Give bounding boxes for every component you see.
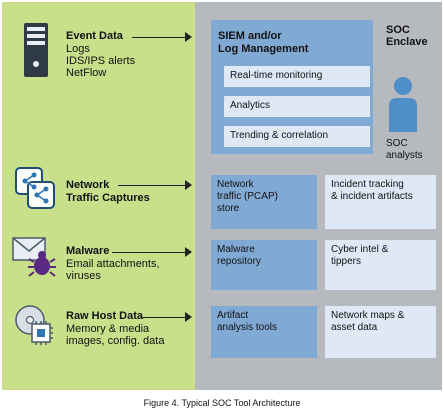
soc-analysts-label-line1: SOC (386, 138, 408, 149)
network-share-icon (15, 167, 55, 209)
artifact-analysis-box: Artifact analysis tools (211, 306, 317, 358)
arrowhead-event-data (185, 32, 192, 42)
malware-repository-line1: Malware (217, 244, 255, 255)
source-line-email-attachments: Email attachments, (66, 258, 160, 270)
pcap-store-line3: store (217, 203, 240, 214)
network-maps-line1: Network maps & (331, 310, 405, 321)
soc-analysts-label-line2: analysts (386, 150, 423, 161)
siem-item-trending-correlation: Trending & correlation (224, 126, 370, 147)
incident-tracking-line1: Incident tracking (331, 179, 404, 190)
siem-title-line1: SIEM and/or (218, 30, 282, 42)
source-title-raw-host-data: Raw Host Data (66, 310, 144, 322)
source-title-event-data: Event Data (66, 30, 123, 42)
soc-enclave-label-line1: SOC (386, 24, 410, 36)
source-line-memory-media: Memory & media (66, 323, 150, 335)
email-malware-bug-icon (12, 237, 56, 277)
source-line-viruses: viruses (66, 270, 101, 282)
siem-title-line2: Log Management (218, 43, 309, 55)
artifact-analysis-line1: Artifact (217, 310, 249, 321)
arrowhead-network (185, 180, 192, 190)
malware-repository-line2: repository (217, 256, 261, 267)
source-title-network: Network (66, 179, 110, 191)
cyber-intel-box: Cyber intel & tippers (325, 240, 436, 290)
incident-tracking-line2: & incident artifacts (331, 191, 413, 202)
analyst-person-icon (389, 77, 417, 132)
artifact-analysis-line2: analysis tools (217, 322, 278, 333)
source-line-netflow: NetFlow (66, 67, 107, 79)
cyber-intel-line2: tippers (331, 256, 362, 267)
arrow-event-data (132, 37, 186, 38)
siem-item-analytics: Analytics (224, 96, 370, 117)
arrowhead-raw-host-data (185, 312, 192, 322)
server-icon (24, 23, 48, 77)
disk-chip-icon (15, 305, 53, 345)
source-line-logs: Logs (66, 43, 90, 55)
cyber-intel-line1: Cyber intel & (331, 244, 389, 255)
network-maps-line2: asset data (331, 322, 378, 333)
arrow-malware (112, 252, 186, 253)
network-maps-box: Network maps & asset data (325, 306, 436, 358)
soc-enclave-label-line2: Enclave (386, 36, 428, 48)
incident-tracking-box: Incident tracking & incident artifacts (325, 175, 436, 229)
arrowhead-malware (185, 247, 192, 257)
figure-caption: Figure 4. Typical SOC Tool Architecture (143, 398, 301, 408)
source-title-traffic-captures: Traffic Captures (66, 192, 150, 204)
arrow-network (118, 185, 186, 186)
pcap-store-line1: Network (217, 179, 254, 190)
pcap-store-box: Network traffic (PCAP) store (211, 175, 317, 229)
source-line-ids-ips: IDS/IPS alerts (66, 55, 136, 67)
source-line-images-config: images, config. data (66, 335, 165, 347)
siem-item-real-time-monitoring: Real-time monitoring (224, 66, 370, 87)
malware-repository-box: Malware repository (211, 240, 317, 290)
pcap-store-line2: traffic (PCAP) (217, 191, 278, 202)
arrow-raw-host-data (140, 317, 186, 318)
source-title-malware: Malware (66, 245, 110, 257)
